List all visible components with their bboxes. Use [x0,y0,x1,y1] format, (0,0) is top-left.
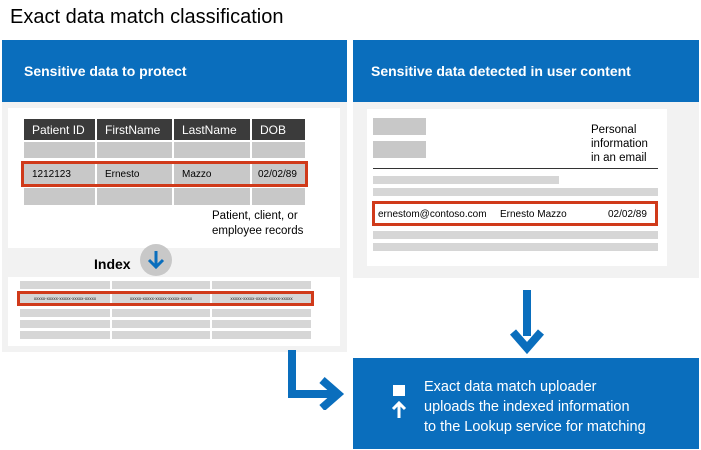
arrow-down-to-uploader [507,290,547,356]
table-header-dob: DOB [252,119,305,140]
left-panel-header: Sensitive data to protect [2,40,347,102]
index-row [20,320,110,328]
index-row [212,309,311,317]
uploader-line-3: to the Lookup service for matching [424,419,646,435]
table-row [174,188,250,205]
email-card [367,109,667,266]
hashed-value: xxxxx-xxxxx-xxxxx-xxxxx-xxxxx [20,294,110,303]
hashed-value: xxxxx-xxxxx-xxxxx-xxxxx-xxxxx [112,294,210,303]
index-row [112,331,210,339]
email-caption-line-3: in an email [591,152,647,164]
records-caption-line-1: Patient, client, or [212,210,298,222]
cell-patient-id: 1212123 [24,164,95,184]
table-row [97,188,172,205]
email-caption-line-2: information [591,138,648,150]
detected-name: Ernesto Mazzo [500,208,567,220]
index-row [20,281,110,289]
index-row [112,281,210,289]
index-label: Index [94,256,131,272]
highlighted-record-box [21,161,308,187]
email-block [373,118,426,135]
cell-lastname: Mazzo [174,164,250,184]
uploader-line-2: uploads the indexed information [424,399,630,415]
table-row [24,188,95,205]
table-row [24,142,95,158]
table-header-firstname: FirstName [97,119,172,140]
hashed-value: xxxxx-xxxxx-xxxxx-xxxxx-xxxxx [212,294,311,303]
upload-icon [391,385,407,419]
email-line [373,243,658,251]
page-title: Exact data match classification [10,6,284,28]
highlighted-index-box [17,291,314,306]
cell-firstname: Ernesto [97,164,172,184]
email-caption-line-1: Personal [591,124,637,136]
index-row [112,309,210,317]
detected-email: ernestom@contoso.com [378,208,487,220]
index-row [212,320,311,328]
table-row [174,142,250,158]
detected-data-box [372,201,658,226]
email-line [373,231,658,239]
email-line [373,176,559,184]
records-caption-line-2: employee records [212,225,304,237]
table-header-patient-id: Patient ID [24,119,95,140]
right-panel-header: Sensitive data detected in user content [353,40,699,102]
table-row [97,142,172,158]
table-header-lastname: LastName [174,119,250,140]
uploader-line-1: Exact data match uploader [424,379,597,395]
email-block [373,141,426,158]
arrow-down-icon [140,244,172,276]
index-row [212,281,311,289]
email-divider [373,168,658,169]
table-row [252,188,305,205]
cell-dob: 02/02/89 [252,164,305,184]
detected-date: 02/02/89 [608,208,647,220]
index-row [212,331,311,339]
index-row [112,320,210,328]
arrow-right-to-uploader [283,350,349,412]
index-row [20,331,110,339]
uploader-box [353,358,699,449]
index-row [20,309,110,317]
email-line [373,188,658,196]
table-row [252,142,305,158]
